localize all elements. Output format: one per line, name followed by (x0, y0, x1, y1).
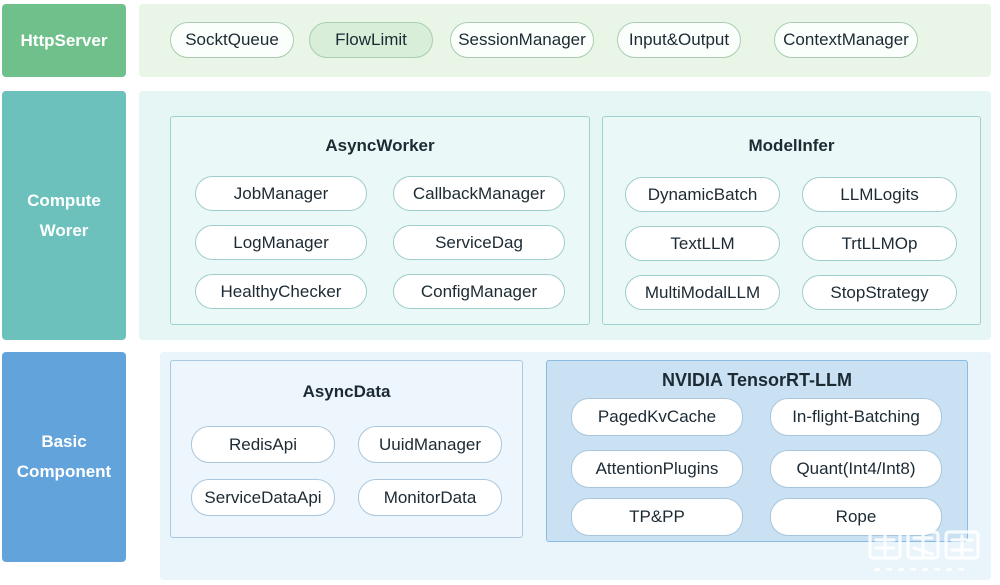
tensorrt-item-in-flight-batching: In-flight-Batching (770, 398, 942, 436)
tensorrt-item-quant: Quant(Int4/Int8) (770, 450, 942, 488)
layer-label-basic-line1: Basic (41, 432, 87, 451)
asyncworker-item-healthychecker: HealthyChecker (195, 274, 367, 309)
tensorrt-item-pagedkvcache: PagedKvCache (571, 398, 743, 436)
modelinfer-item-textllm: TextLLM (625, 226, 780, 261)
tensorrt-item-rope: Rope (770, 498, 942, 536)
http-item-flowlimit: FlowLimit (309, 22, 433, 58)
modelinfer-item-stopstrategy: StopStrategy (802, 275, 957, 310)
asyncdata-item-monitordata: MonitorData (358, 479, 502, 516)
watermark-logo-icon (868, 530, 980, 571)
layer-label-basic-component: Basic Component (2, 352, 126, 562)
layer-label-httpserver-text: HttpServer (20, 30, 108, 50)
http-item-input-output: Input&Output (617, 22, 741, 58)
panel-modelinfer-title: ModelInfer (748, 136, 835, 155)
http-item-contextmanager: ContextManager (774, 22, 918, 58)
modelinfer-item-dynamicbatch: DynamicBatch (625, 177, 780, 212)
asyncworker-item-logmanager: LogManager (195, 225, 367, 260)
http-item-socktqueue: SocktQueue (170, 22, 294, 58)
modelinfer-item-trtllmop: TrtLLMOp (802, 226, 957, 261)
layer-label-compute-line2: Worer (39, 220, 89, 240)
http-item-sessionmanager: SessionManager (450, 22, 594, 58)
asyncworker-item-servicedag: ServiceDag (393, 225, 565, 260)
modelinfer-item-llmlogits: LLMLogits (802, 177, 957, 212)
asyncdata-item-redisapi: RedisApi (191, 426, 335, 463)
asyncworker-item-callbackmanager: CallbackManager (393, 176, 565, 211)
panel-nvidia-tensorrt-llm-title: NVIDIA TensorRT-LLM (662, 370, 852, 390)
asyncworker-item-jobmanager: JobManager (195, 176, 367, 211)
panel-asyncworker-title: AsyncWorker (325, 136, 435, 155)
tensorrt-item-tp-pp: TP&PP (571, 498, 743, 536)
modelinfer-item-multimodalllm: MultiModalLLM (625, 275, 780, 310)
asyncworker-item-configmanager: ConfigManager (393, 274, 565, 309)
layer-label-basic-line2: Component (16, 462, 112, 481)
panel-asyncdata-title: AsyncData (302, 382, 391, 401)
layer-label-httpserver: HttpServer (2, 4, 126, 77)
tensorrt-item-attentionplugins: AttentionPlugins (571, 450, 743, 488)
layer-label-compute-line1: Compute (27, 190, 101, 210)
layer-label-compute-worker: Compute Worer (2, 91, 126, 340)
asyncdata-item-servicedataapi: ServiceDataApi (191, 479, 335, 516)
asyncdata-item-uuidmanager: UuidManager (358, 426, 502, 463)
